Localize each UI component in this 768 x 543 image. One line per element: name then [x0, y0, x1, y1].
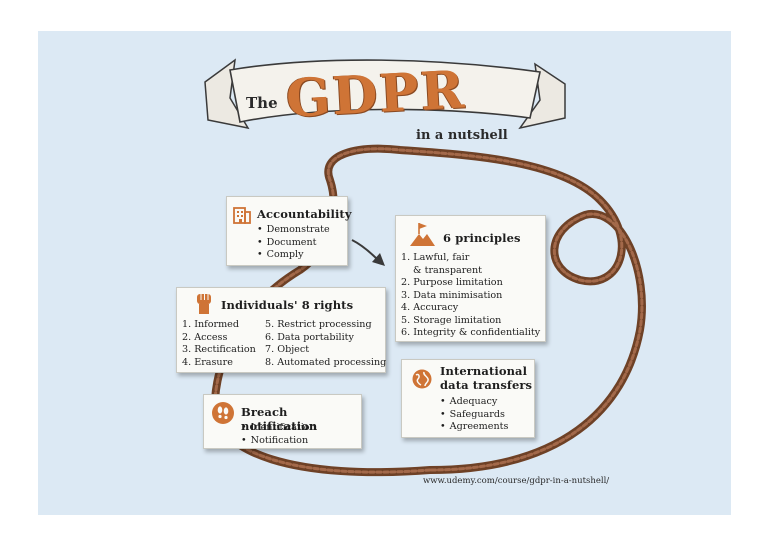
- transfers-title-line1: International: [440, 364, 528, 378]
- mountain-flag-icon: [410, 223, 435, 246]
- accountability-card: Accountability Demonstrate Document Comp…: [226, 196, 352, 266]
- list-item: Adequacy: [440, 396, 508, 409]
- breach-list: Identification Notification: [241, 422, 316, 447]
- subtitle: in a nutshell: [416, 128, 508, 143]
- globe-icon: [412, 369, 432, 389]
- rights-title: Individuals' 8 rights: [221, 298, 354, 312]
- list-item: 2. Access: [182, 331, 228, 343]
- breach-card: Breach notification Identification Notif…: [203, 394, 362, 449]
- list-item: Safeguards: [440, 409, 508, 422]
- list-item: 5. Storage limitation: [401, 314, 502, 326]
- list-item: 5. Restrict processing: [265, 319, 372, 330]
- principles-title: 6 principles: [443, 231, 521, 245]
- list-item: 2. Purpose limitation: [401, 277, 503, 288]
- accountability-title: Accountability: [257, 207, 352, 221]
- list-item: 8. Automated processing: [265, 356, 387, 368]
- list-item: Identification: [241, 422, 316, 435]
- transfers-list: Adequacy Safeguards Agreements: [440, 396, 509, 434]
- list-item: 7. Object: [265, 344, 310, 355]
- rights-list-left: 1. Informed 2. Access 3. Rectification 4…: [182, 319, 256, 369]
- list-item: 6. Integrity & confidentiality: [401, 327, 541, 338]
- course-url[interactable]: www.udemy.com/course/gdpr-in-a-nutshell/: [423, 476, 610, 486]
- title-gdpr: GDPR: [284, 59, 468, 130]
- list-item: 3. Rectification: [182, 344, 256, 355]
- list-item: Comply: [257, 249, 330, 262]
- arrow-icon: [351, 239, 385, 266]
- list-item: 1. Informed: [182, 319, 240, 330]
- list-item: Demonstrate: [257, 224, 330, 237]
- list-item: Agreements: [440, 421, 509, 434]
- transfers-title-line2: data transfers: [440, 378, 533, 392]
- transfers-card: International data transfers Adequacy Sa…: [401, 359, 535, 438]
- rights-card: Individuals' 8 rights 1. Informed 2. Acc…: [176, 287, 386, 373]
- list-item: 1. Lawful, fair: [401, 252, 470, 263]
- rights-list-right: 5. Restrict processing 6. Data portabili…: [265, 319, 386, 369]
- list-item: 4. Erasure: [182, 356, 233, 368]
- list-item: 3. Data minimisation: [401, 289, 503, 301]
- accountability-list: Demonstrate Document Comply: [257, 224, 330, 262]
- list-item: 6. Data portability: [265, 331, 354, 343]
- principles-list: 1. Lawful, fair & transparent 2. Purpose…: [401, 252, 540, 340]
- footprints-icon: [212, 402, 234, 424]
- title-banner: [204, 58, 566, 130]
- list-item: Notification: [241, 435, 316, 448]
- title-prefix: The: [246, 94, 278, 112]
- building-icon: [233, 207, 251, 224]
- principles-card: 6 principles 1. Lawful, fair & transpare…: [395, 215, 546, 342]
- list-item: Document: [257, 237, 330, 250]
- raised-fist-icon: [197, 294, 211, 314]
- list-item: 4. Accuracy: [401, 302, 459, 313]
- list-item: & transparent: [413, 264, 483, 276]
